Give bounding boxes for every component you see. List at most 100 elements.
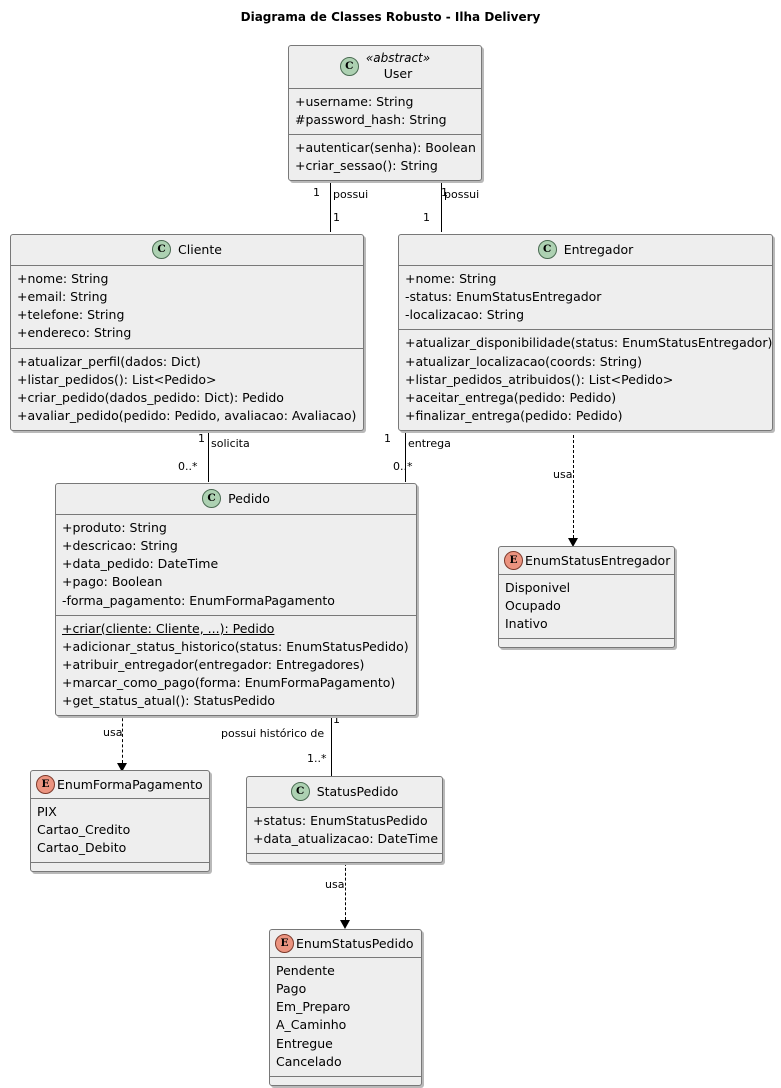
method-row: +atribuir_entregador(entregador: Entrega… [62,656,365,672]
edge-label-entregador-pedido: entrega [408,437,451,450]
enum-name: EnumFormaPagamento [57,776,203,792]
edge-label-entregador-enum-status: usa [553,468,573,481]
mult-user-cliente-target: 1 [333,211,340,224]
connector-pedido-status-pedido [331,713,332,776]
class-methods-user: +autenticar(senha): Boolean +criar_sessa… [289,135,481,180]
class-box-entregador[interactable]: C Entregador +nome: String -status: Enum… [398,234,773,431]
enum-footer [270,1077,421,1085]
class-attributes-cliente: +nome: String +email: String +telefone: … [11,266,363,349]
attribute-row: +endereco: String [17,325,132,341]
enum-value-row: Disponivel [505,580,571,595]
enum-value-row: A_Caminho [276,1017,347,1033]
method-row: +atualizar_localizacao(coords: String) [405,353,642,369]
attribute-row: -forma_pagamento: EnumFormaPagamento [62,592,335,608]
enum-value-row: Ocupado [505,598,561,614]
page-title: Diagrama de Classes Robusto - Ilha Deliv… [240,10,541,24]
enum-header-status-pedido: E EnumStatusPedido [270,930,421,958]
class-icon: C [290,782,310,801]
mult-entregador-pedido-target: 0..* [393,460,413,473]
edge-label-status-pedido-enum: usa [325,878,345,891]
enum-value-row: Pendente [276,963,335,978]
enum-name: EnumStatusPedido [296,935,414,951]
class-header-pedido: C Pedido [56,484,416,515]
enum-box-forma-pagamento[interactable]: E EnumFormaPagamento PIX Cartao_Credito … [30,770,210,873]
class-header-cliente: C Cliente [11,235,363,266]
edge-label-cliente-pedido: solicita [211,437,250,450]
mult-pedido-status-source: 1 [333,713,340,726]
attribute-row: +descricao: String [62,538,178,554]
connector-pedido-enum-forma [122,713,123,763]
enum-box-status-entregador[interactable]: E EnumStatusEntregador Disponivel Ocupad… [498,546,675,649]
method-row: +listar_pedidos(): List<Pedido> [17,371,217,387]
enum-value-row: PIX [37,804,57,819]
class-footer [247,854,442,862]
enum-values-status-entregador: Disponivel Ocupado Inativo [499,575,674,640]
class-icon: C [339,56,359,76]
method-row: +get_status_atual(): StatusPedido [62,693,276,709]
connector-entregador-enum-status [573,425,574,538]
class-name: Pedido [228,490,270,506]
enum-footer [31,863,209,871]
method-row-static: +criar(cliente: Cliente, ...): Pedido [62,620,275,636]
attribute-row: +produto: String [62,520,167,535]
enum-value-row: Entregue [276,1035,333,1051]
class-box-status-pedido[interactable]: C StatusPedido +status: EnumStatusPedido… [246,776,443,864]
method-row: +criar_sessao(): String [295,158,438,173]
arrow-status-pedido-enum [340,920,350,929]
enum-value-row: Cartao_Credito [37,822,131,838]
method-row: +criar_pedido(dados_pedido: Dict): Pedid… [17,389,284,405]
enum-box-status-pedido[interactable]: E EnumStatusPedido Pendente Pago Em_Prep… [269,929,422,1086]
enum-icon: E [504,551,523,570]
enum-header-forma-pagamento: E EnumFormaPagamento [31,771,209,799]
attribute-row: +username: String [295,93,414,109]
class-name: User [383,66,413,81]
mult-user-entregador-target: 1 [423,211,430,224]
arrow-entregador-enum-status [568,538,578,547]
attribute-row: +telefone: String [17,307,125,323]
mult-cliente-pedido-source: 1 [198,432,205,445]
class-name: Cliente [178,241,222,257]
class-attributes-pedido: +produto: String +descricao: String +dat… [56,515,416,616]
enum-icon: E [36,775,55,794]
enum-value-row: Inativo [505,616,548,632]
class-icon: C [152,240,172,259]
edge-label-pedido-enum-forma: usa [103,726,123,739]
class-box-user[interactable]: C «abstract» User +username: String #pas… [288,45,482,182]
attribute-row: +status: EnumStatusPedido [253,813,428,828]
mult-user-cliente-source: 1 [313,186,320,199]
mult-pedido-status-target: 1..* [307,752,327,765]
attribute-row: +nome: String [405,271,497,286]
method-row: +adicionar_status_historico(status: Enum… [62,638,409,654]
connector-status-pedido-enum [345,858,346,920]
class-attributes-user: +username: String #password_hash: String [289,89,481,135]
class-name: StatusPedido [316,783,399,799]
method-row: +atualizar_disponibilidade(status: EnumS… [405,335,773,351]
enum-header-status-entregador: E EnumStatusEntregador [499,547,674,575]
class-icon: C [537,240,557,259]
attribute-row: +data_atualizacao: DateTime [253,831,439,847]
class-icon: C [202,489,222,508]
mult-user-entregador-source: 1 [441,186,448,199]
enum-value-row: Cartao_Debito [37,840,127,856]
class-box-pedido[interactable]: C Pedido +produto: String +descricao: St… [55,483,417,717]
class-header-user: C «abstract» User [289,46,481,89]
class-methods-pedido: +criar(cliente: Cliente, ...): Pedido +a… [56,616,416,716]
arrow-pedido-enum-forma [117,763,127,772]
method-row: +listar_pedidos_atribuidos(): List<Pedid… [405,371,674,387]
mult-entregador-pedido-source: 1 [384,432,391,445]
connector-cliente-pedido [208,425,209,482]
class-name: Entregador [563,241,634,257]
class-box-cliente[interactable]: C Cliente +nome: String +email: String +… [10,234,364,431]
attribute-row: +pago: Boolean [62,574,163,590]
edge-label-user-cliente: possui [333,188,369,201]
method-row: +avaliar_pedido(pedido: Pedido, avaliaca… [17,407,357,423]
enum-values-status-pedido: Pendente Pago Em_Preparo A_Caminho Entre… [270,958,421,1077]
method-row: +atualizar_perfil(dados: Dict) [17,353,201,369]
class-methods-cliente: +atualizar_perfil(dados: Dict) +listar_p… [11,349,363,431]
attribute-row: -localizacao: String [405,307,525,323]
class-attributes-entregador: +nome: String -status: EnumStatusEntrega… [399,266,772,331]
method-row: +autenticar(senha): Boolean [295,139,476,155]
edge-label-pedido-status-pedido: possui histórico de [221,727,325,740]
class-header-status-pedido: C StatusPedido [247,777,442,808]
enum-footer [499,639,674,647]
